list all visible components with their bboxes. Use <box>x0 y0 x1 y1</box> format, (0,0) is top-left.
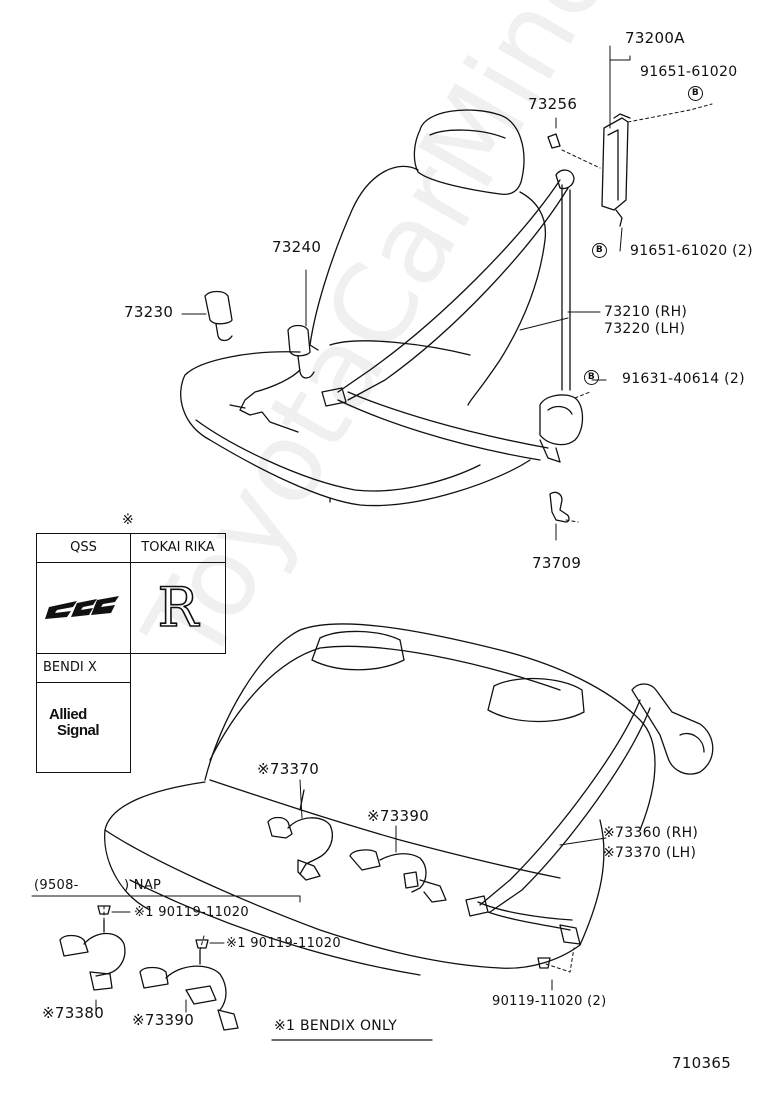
b-circle-icon: B <box>592 243 607 258</box>
legend-qss-logo-cell <box>36 562 131 654</box>
front-dashed-leaders <box>561 103 713 523</box>
label-90119-2: 90119-11020 (2) <box>492 994 607 1009</box>
label-73256: 73256 <box>528 95 578 113</box>
label-73360-rh: ※73360 (RH) <box>603 825 699 841</box>
legend-bendix-header: BENDI X <box>36 653 131 683</box>
allied-logo-line2: Signal <box>57 722 100 739</box>
label-b-marker-top: B <box>688 84 703 101</box>
label-91631-40614: 91631-40614 (2) <box>622 371 745 387</box>
legend-tokai-header: TOKAI RIKA <box>130 533 226 563</box>
bendix-only-note: ※1 BENDIX ONLY <box>274 1018 398 1034</box>
label-73380: ※73380 <box>42 1004 105 1022</box>
label-73390-bottom: ※73390 <box>132 1011 195 1029</box>
allied-logo-line1: Allied <box>49 706 87 723</box>
allied-signal-logo-icon: Allied Signal <box>43 706 100 739</box>
qss-logo-icon <box>45 596 119 619</box>
legend-qss-header: QSS <box>36 533 131 563</box>
label-73230: 73230 <box>124 303 174 321</box>
label-73200a: 73200A <box>625 29 685 47</box>
b-circle-icon: B <box>688 86 703 101</box>
label-73210: 73210 (RH) <box>604 304 688 320</box>
tokai-rika-logo-icon: R <box>157 575 199 640</box>
label-73370-lh: ※73370 (LH) <box>603 845 697 861</box>
label-nap: ) NAP <box>124 878 162 893</box>
front-leaders <box>181 45 631 541</box>
label-73220: 73220 (LH) <box>604 321 686 337</box>
rear-leaders <box>31 779 607 1013</box>
legend-asterisk: ※ <box>122 512 135 528</box>
label-b-marker-low: B <box>584 368 599 385</box>
diagram-code: 710365 <box>672 1054 732 1072</box>
label-73390-center: ※73390 <box>367 807 430 825</box>
label-90119-a: ※1 90119-11020 <box>134 905 249 920</box>
label-90119-b: ※1 90119-11020 <box>226 936 341 951</box>
bolts <box>97 905 551 969</box>
label-73709: 73709 <box>532 554 582 572</box>
b-circle-icon: B <box>584 370 599 385</box>
label-73370-center: ※73370 <box>257 760 320 778</box>
legend-tokai-logo-cell: R <box>130 562 226 654</box>
label-91651-61020-top: 91651-61020 <box>640 64 738 80</box>
label-91651-61020-2: 91651-61020 (2) <box>630 243 753 259</box>
label-b-marker-mid: B <box>592 241 607 258</box>
legend-allied-logo-cell: Allied Signal <box>36 682 131 773</box>
label-73240: 73240 <box>272 238 322 256</box>
front-seat-drawing <box>180 109 631 523</box>
rear-seat-drawing <box>59 623 714 1031</box>
manufacturer-legend: QSS TOKAI RIKA R BENDI X Allied Signal <box>36 533 226 773</box>
label-nap-date: (9508- <box>34 878 79 893</box>
